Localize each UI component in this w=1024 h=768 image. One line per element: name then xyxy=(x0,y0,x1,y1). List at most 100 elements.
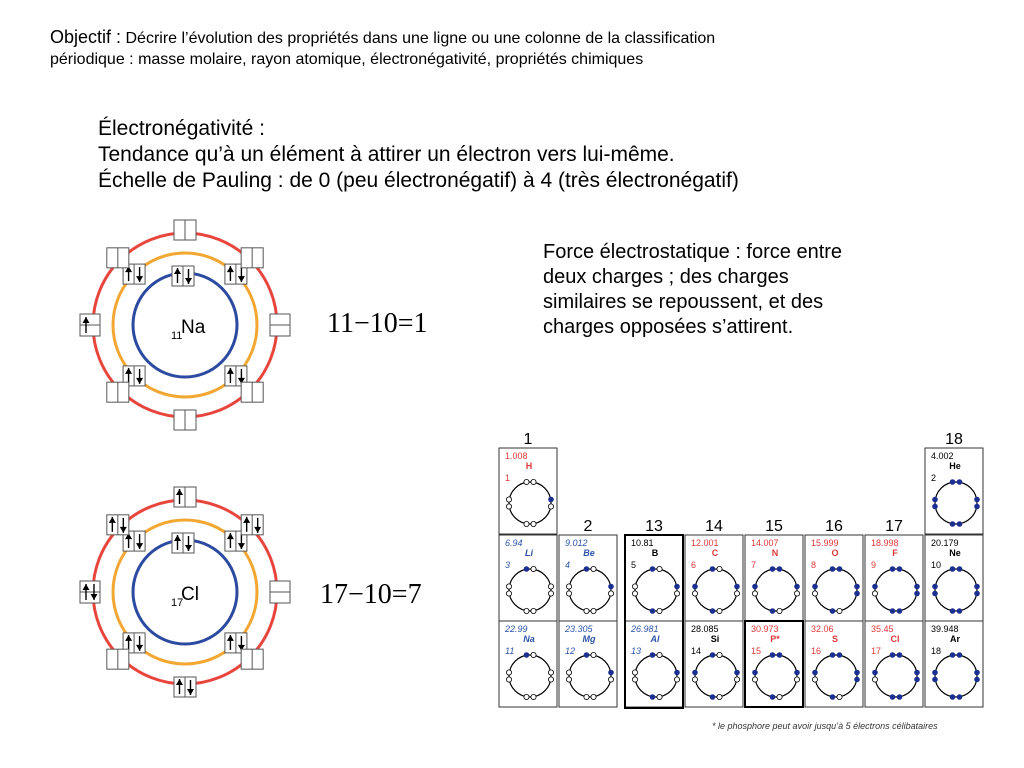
svg-text:6.94: 6.94 xyxy=(505,538,523,548)
chlorine-valence-equation: 17−10=7 xyxy=(320,579,422,610)
svg-text:Li: Li xyxy=(525,548,533,558)
svg-text:B: B xyxy=(652,548,659,558)
svg-text:12: 12 xyxy=(565,646,575,656)
group-label-1: 1 xyxy=(524,431,533,448)
svg-text:14: 14 xyxy=(691,646,701,656)
objective-line-2: périodique : masse molaire, rayon atomiq… xyxy=(50,51,644,68)
electronegativity-definition: Électronégativité : Tendance qu’à un élé… xyxy=(98,116,898,194)
element-symbol-cl: Cl xyxy=(181,584,199,605)
svg-text:35.45: 35.45 xyxy=(871,624,894,634)
electrostatic-force-text: Force électrostatique : force entre deux… xyxy=(543,240,943,340)
svg-text:Na: Na xyxy=(523,634,535,644)
svg-text:F: F xyxy=(892,548,898,558)
svg-text:4.002: 4.002 xyxy=(931,451,954,461)
group-label-13: 13 xyxy=(645,518,663,535)
sodium-valence-equation: 11−10=1 xyxy=(327,308,428,339)
group-label-18: 18 xyxy=(945,431,963,448)
svg-text:8: 8 xyxy=(811,560,816,570)
svg-text:11: 11 xyxy=(505,646,514,656)
element-cell-s: 32.06S 16 xyxy=(804,620,864,708)
svg-text:32.06: 32.06 xyxy=(811,624,834,634)
svg-text:30.973: 30.973 xyxy=(751,624,779,634)
svg-text:Mg: Mg xyxy=(583,634,596,644)
svg-text:H: H xyxy=(526,461,533,471)
svg-text:Si: Si xyxy=(711,634,720,644)
phosphorus-footnote: * le phosphore peut avoir jusqu’à 5 élec… xyxy=(712,721,938,731)
group-label-15: 15 xyxy=(765,518,783,535)
svg-text:S: S xyxy=(832,634,838,644)
svg-text:Ne: Ne xyxy=(949,548,961,558)
svg-text:Ar: Ar xyxy=(950,634,960,644)
svg-text:Cl: Cl xyxy=(891,634,900,644)
svg-text:17: 17 xyxy=(871,646,881,656)
svg-text:He: He xyxy=(949,461,961,471)
svg-text:C: C xyxy=(712,548,719,558)
svg-text:15.999: 15.999 xyxy=(811,538,839,548)
atomic-number-na: 11 xyxy=(171,330,182,342)
objective: Objectif : Décrire l’évolution des propr… xyxy=(50,27,950,70)
svg-text:3: 3 xyxy=(505,560,510,570)
objective-label: Objectif : xyxy=(50,27,122,47)
svg-text:Al: Al xyxy=(650,634,660,644)
svg-text:20.179: 20.179 xyxy=(931,538,959,548)
force-line-4: charges opposées s’attirent. xyxy=(543,316,794,338)
svg-text:10: 10 xyxy=(931,560,941,570)
group-label-14: 14 xyxy=(705,518,723,535)
group-label-17: 17 xyxy=(885,518,903,535)
svg-text:18: 18 xyxy=(931,646,941,656)
svg-text:22.99: 22.99 xyxy=(504,624,528,634)
svg-text:1: 1 xyxy=(505,473,510,483)
svg-text:12.001: 12.001 xyxy=(691,538,719,548)
svg-text:9: 9 xyxy=(871,560,876,570)
svg-text:13: 13 xyxy=(631,646,641,656)
force-line-3: similaires se repoussent, et des xyxy=(543,291,824,313)
svg-text:N: N xyxy=(772,548,779,558)
force-line-1: Force électrostatique : force entre xyxy=(543,241,843,263)
svg-text:16: 16 xyxy=(811,646,821,656)
svg-text:1.008: 1.008 xyxy=(505,451,528,461)
atomic-number-cl: 17 xyxy=(171,597,183,609)
group-label-16: 16 xyxy=(825,518,843,535)
definition-line-1: Tendance qu’à un élément à attirer un él… xyxy=(98,143,675,166)
element-symbol-na: Na xyxy=(181,317,206,338)
svg-text:9.012: 9.012 xyxy=(565,538,588,548)
definition-title: Électronégativité : xyxy=(98,117,265,140)
svg-text:Be: Be xyxy=(583,548,595,558)
svg-text:23.305: 23.305 xyxy=(564,624,594,634)
svg-text:39.948: 39.948 xyxy=(931,624,959,634)
svg-text:28.085: 28.085 xyxy=(691,624,719,634)
svg-text:10.81: 10.81 xyxy=(631,538,654,548)
svg-text:6: 6 xyxy=(691,560,696,570)
svg-text:7: 7 xyxy=(751,560,756,570)
objective-line-1: Décrire l’évolution des propriétés dans … xyxy=(125,30,716,47)
force-line-2: deux charges ; des charges xyxy=(543,266,789,288)
definition-line-2: Échelle de Pauling : de 0 (peu électroné… xyxy=(98,169,739,192)
svg-text:P*: P* xyxy=(770,634,780,644)
group-label-2: 2 xyxy=(584,518,593,535)
svg-text:15: 15 xyxy=(751,646,761,656)
svg-text:18.998: 18.998 xyxy=(871,538,899,548)
svg-text:O: O xyxy=(831,548,838,558)
svg-text:4: 4 xyxy=(565,560,570,570)
svg-text:26.981: 26.981 xyxy=(630,624,659,634)
svg-text:2: 2 xyxy=(931,473,936,483)
